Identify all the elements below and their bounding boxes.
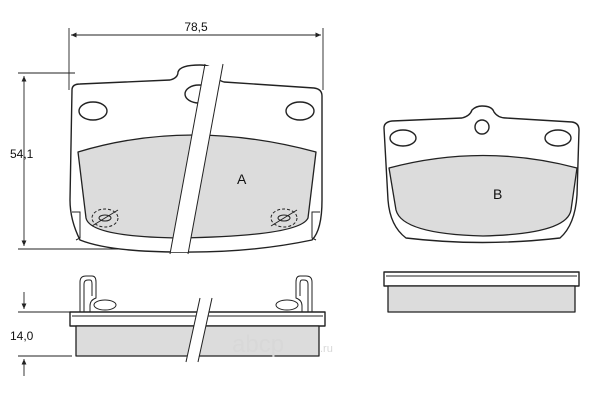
pad-b-label: B	[493, 186, 502, 202]
watermark: abcp .ru	[232, 331, 333, 358]
wear-indicator-left	[91, 208, 119, 228]
pad-a-label: A	[237, 171, 247, 187]
width-dimension: 78,5	[68, 20, 324, 90]
break-line-2	[187, 63, 224, 255]
pad-a-side-view	[69, 275, 326, 363]
thickness-dimension: 14,0	[10, 292, 72, 376]
side-clip-left	[72, 211, 81, 241]
width-dimension-label: 78,5	[184, 20, 208, 34]
side-clip-right	[311, 211, 320, 241]
height-dimension-label: 54,1	[10, 147, 34, 161]
backing-plate-b	[383, 271, 580, 287]
pad-b-front-view: B	[383, 105, 580, 244]
spring-clip-left	[79, 275, 97, 312]
watermark-text: abcp	[232, 331, 284, 358]
wear-indicator-right	[270, 208, 298, 228]
spring-clip-right	[295, 275, 313, 312]
break-line-1	[169, 63, 206, 255]
pad-a-front-view: A	[69, 63, 323, 255]
thickness-dimension-label: 14,0	[10, 329, 34, 343]
friction-block-b	[387, 285, 576, 313]
watermark-suffix: .ru	[320, 343, 333, 355]
pad-b-side-view	[383, 271, 580, 313]
